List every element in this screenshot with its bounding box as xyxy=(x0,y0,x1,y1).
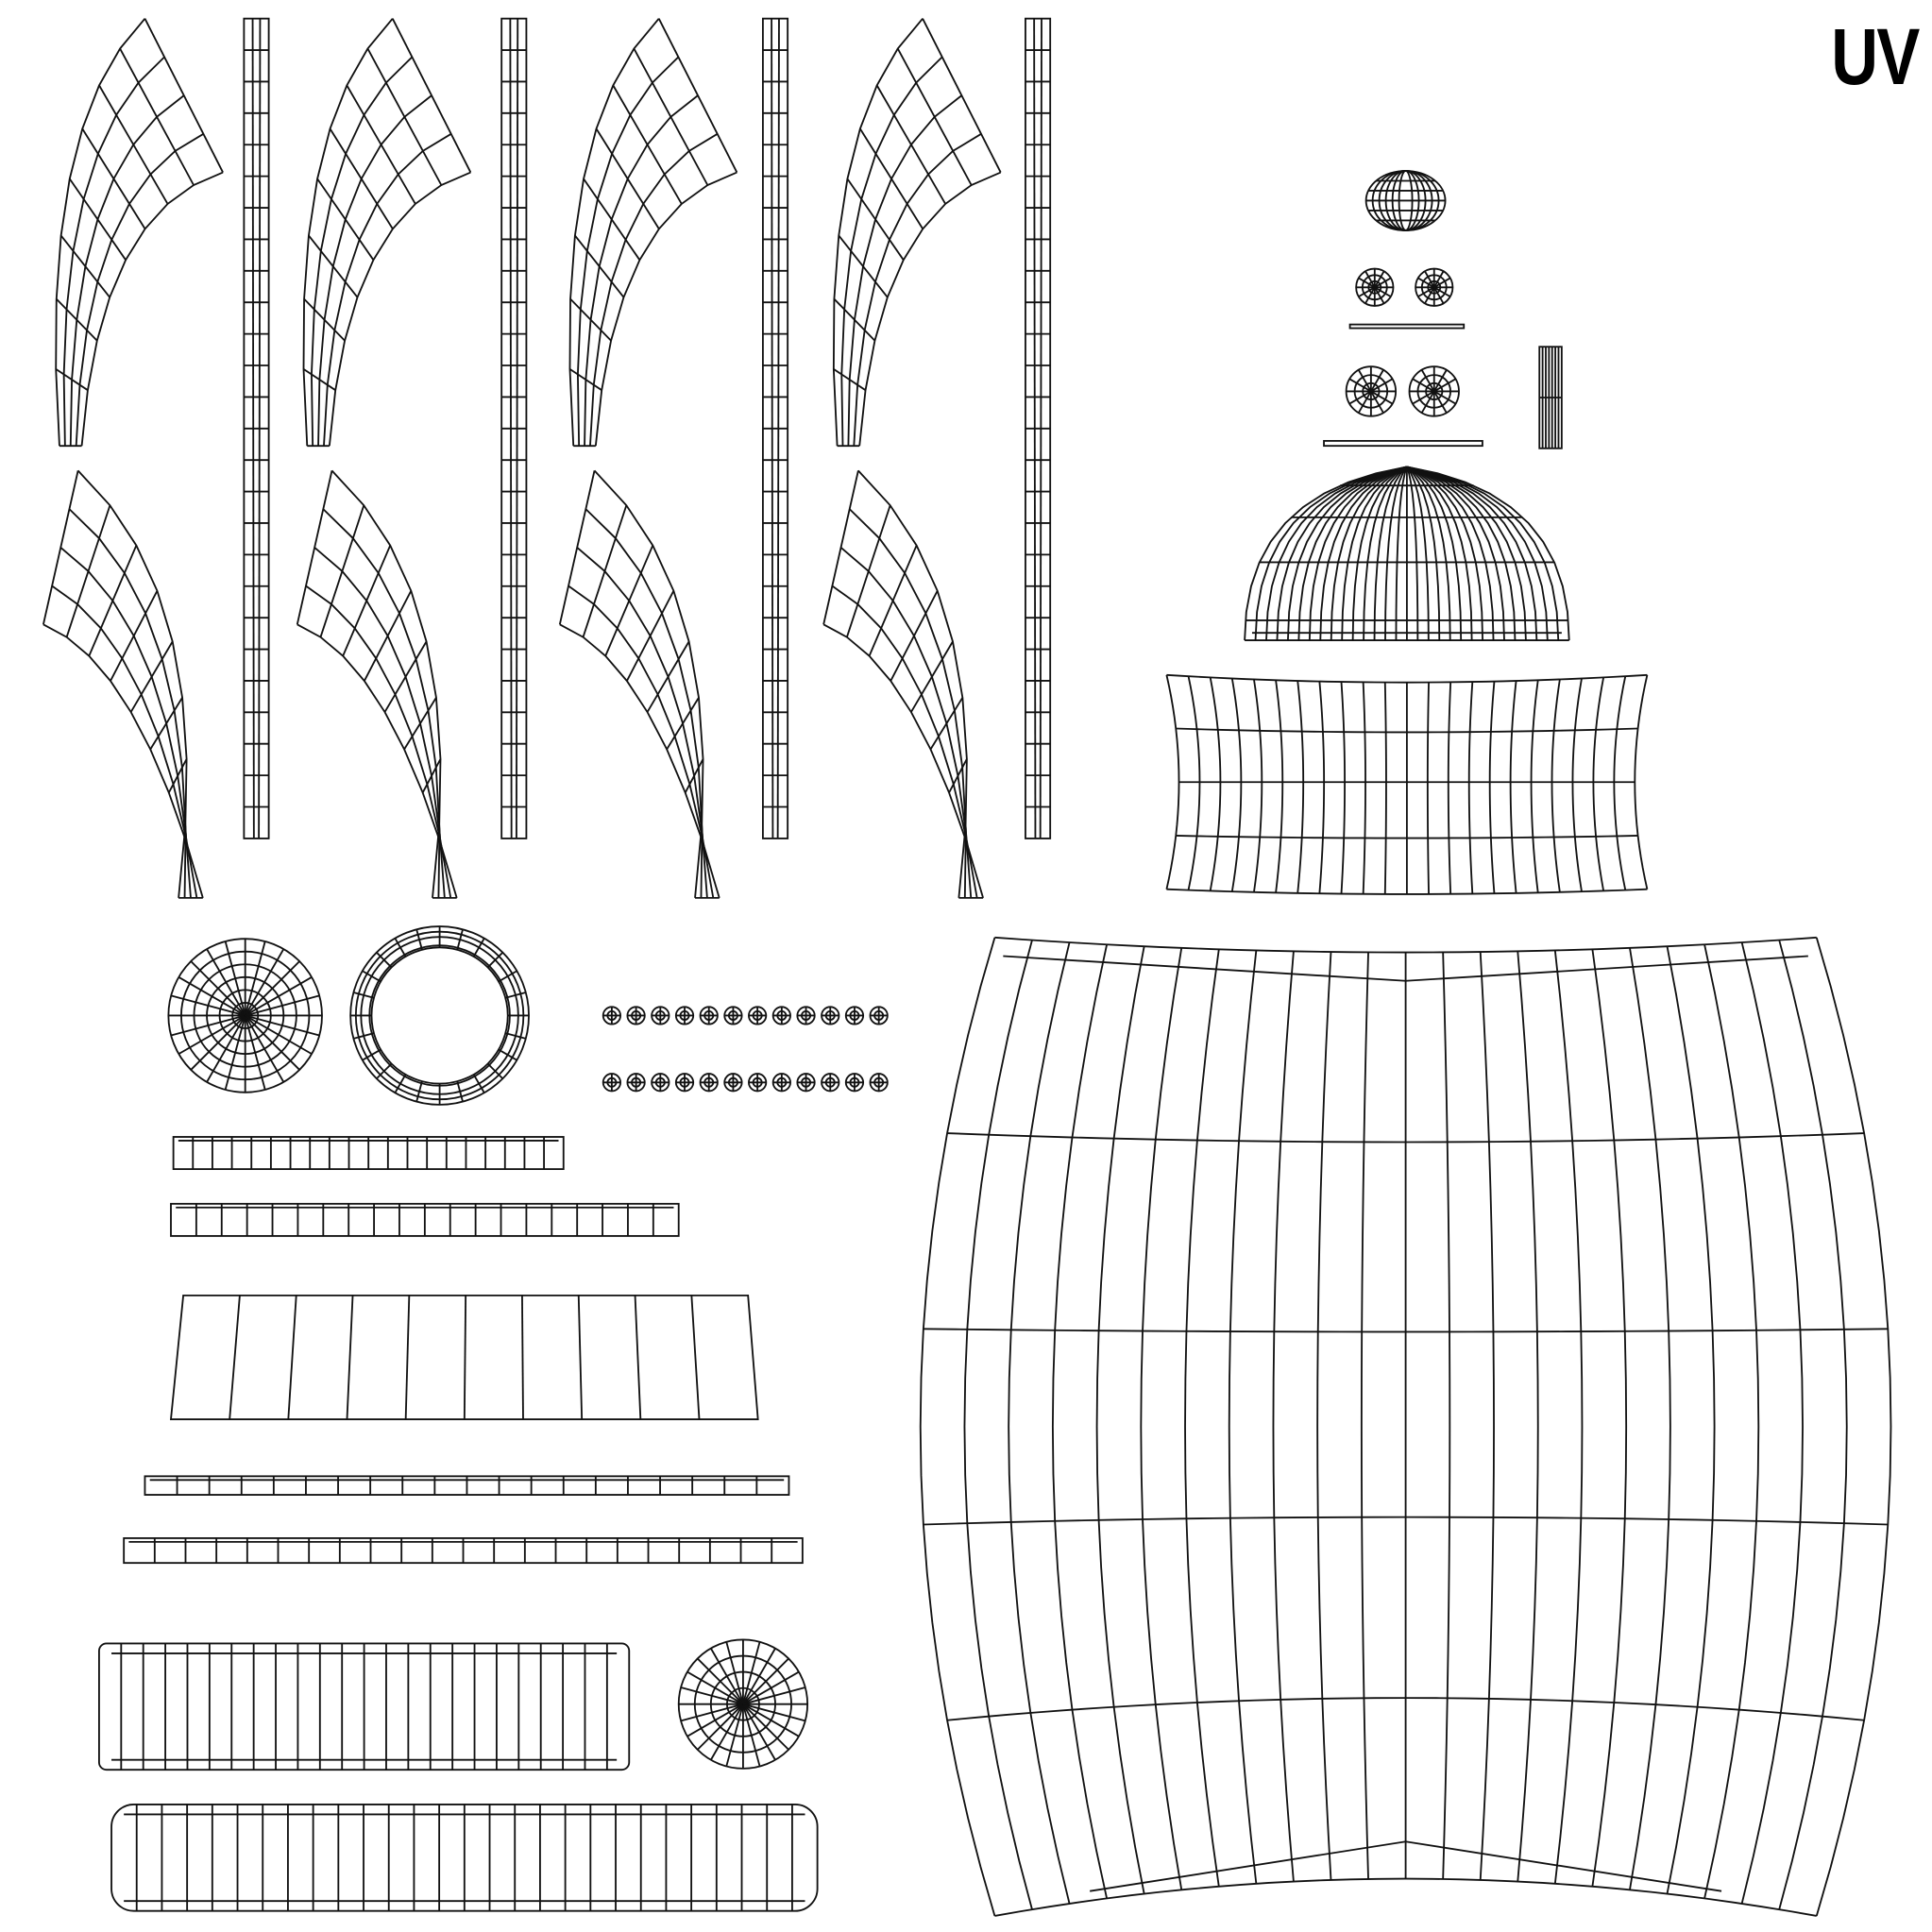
uv-small-parts xyxy=(1323,170,1563,449)
uv-strip-vertical-1 xyxy=(500,17,528,839)
uv-strip-vertical-0 xyxy=(243,17,270,839)
uv-fan-top-3 xyxy=(832,18,1002,448)
uv-ring-large xyxy=(349,925,530,1106)
uv-bar-2 xyxy=(144,1475,790,1496)
uv-disc-large xyxy=(167,938,323,1093)
uv-rivets xyxy=(602,1006,889,1093)
uv-fan-bottom-1 xyxy=(296,469,458,899)
uv-band-middle xyxy=(1165,673,1649,895)
uv-title-label: UV xyxy=(1831,12,1921,101)
uv-bar-0 xyxy=(172,1136,565,1171)
uv-fan-bottom-0 xyxy=(42,469,204,899)
uv-fan-top-1 xyxy=(302,18,472,448)
uv-fan-bottom-3 xyxy=(822,469,984,899)
uv-strip-vertical-3 xyxy=(1025,17,1052,839)
uv-tray xyxy=(110,1803,819,1912)
uv-fan-top-0 xyxy=(55,18,224,448)
uv-panels xyxy=(169,1294,759,1420)
uv-seat xyxy=(98,1642,631,1771)
uv-fan-top-2 xyxy=(568,18,738,448)
uv-big-body xyxy=(919,936,1892,1917)
uv-dome xyxy=(1244,466,1570,641)
uv-strip-vertical-2 xyxy=(761,17,789,839)
uv-bar-1 xyxy=(170,1202,680,1237)
uv-bar-3 xyxy=(123,1537,804,1565)
uv-disc-bottom xyxy=(677,1638,809,1770)
uv-fan-bottom-2 xyxy=(558,469,720,899)
